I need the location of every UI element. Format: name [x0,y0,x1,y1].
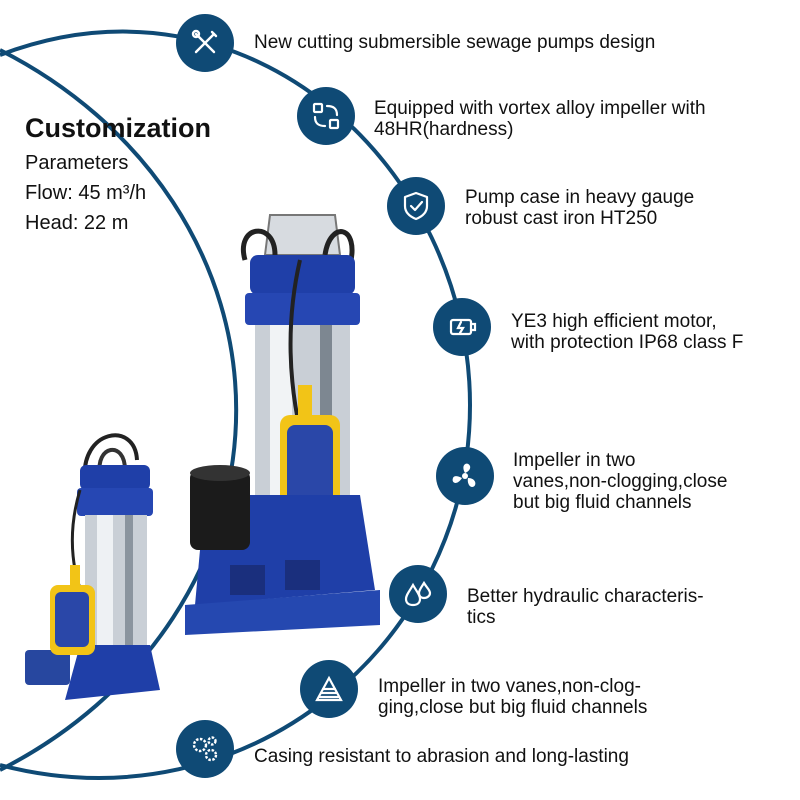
feature-icon-badge-5 [436,447,494,505]
feature-line: Better hydraulic characteris- [467,586,704,607]
feature-text-1: New cutting submersible sewage pumps des… [254,32,655,53]
feature-line: ging,close but big fluid channels [378,697,648,718]
feature-icon-badge-3 [387,177,445,235]
feature-text-4: YE3 high efficient motor, with protectio… [511,311,743,353]
feature-text-8: Casing resistant to abrasion and long-la… [254,746,629,767]
feature-line: but big fluid channels [513,492,692,513]
feature-text-7: Impeller in two vanes,non-clog- ging,clo… [378,676,647,718]
spec-block: Customization Parameters Flow: 45 m³/h H… [25,112,211,238]
feature-text-3: Pump case in heavy gauge robust cast iro… [465,187,694,229]
gears-icon [192,736,218,762]
feature-line: vanes,non-clogging,close [513,471,728,492]
spec-title: Customization [25,113,211,143]
large-pump-image [185,214,380,635]
feature-line: Equipped with vortex alloy impeller with [374,98,706,119]
feature-line: Casing resistant to abrasion and long-la… [254,746,629,767]
feature-line: New cutting submersible sewage pumps des… [254,32,656,53]
feature-line: with protection IP68 class F [511,332,744,353]
feature-line: robust cast iron HT250 [465,208,658,229]
tools-icon [191,29,218,54]
small-pump-image [25,433,160,700]
feature-icon-badge-8 [176,720,234,778]
cycle-icon [312,102,340,130]
feature-text-2: Equipped with vortex alloy impeller with… [374,98,706,140]
shield-check-icon [403,191,429,221]
feature-line: Impeller in two [513,450,636,471]
water-drops-icon [404,580,432,607]
feature-icon-badge-2 [297,87,355,145]
feature-icon-badge-6 [389,565,447,623]
layers-icon [315,675,343,702]
feature-line: 48HR(hardness) [374,119,514,140]
spec-line-parameters: Parameters [25,152,129,174]
spec-line-flow: Flow: 45 m³/h [25,182,147,204]
motor-icon [449,318,477,336]
feature-line: tics [467,607,496,628]
fan-icon [452,463,476,487]
feature-icon-badge-7 [300,660,358,718]
feature-line: Impeller in two vanes,non-clog- [378,676,641,697]
feature-text-6: Better hydraulic characteris- tics [467,586,704,628]
spec-line-head: Head: 22 m [25,212,129,234]
feature-line: YE3 high efficient motor, [511,311,717,332]
feature-icon-badge-1 [176,14,234,72]
feature-line: Pump case in heavy gauge [465,187,695,208]
feature-text-5: Impeller in two vanes,non-clogging,close… [513,450,727,513]
feature-icon-badge-4 [433,298,491,356]
